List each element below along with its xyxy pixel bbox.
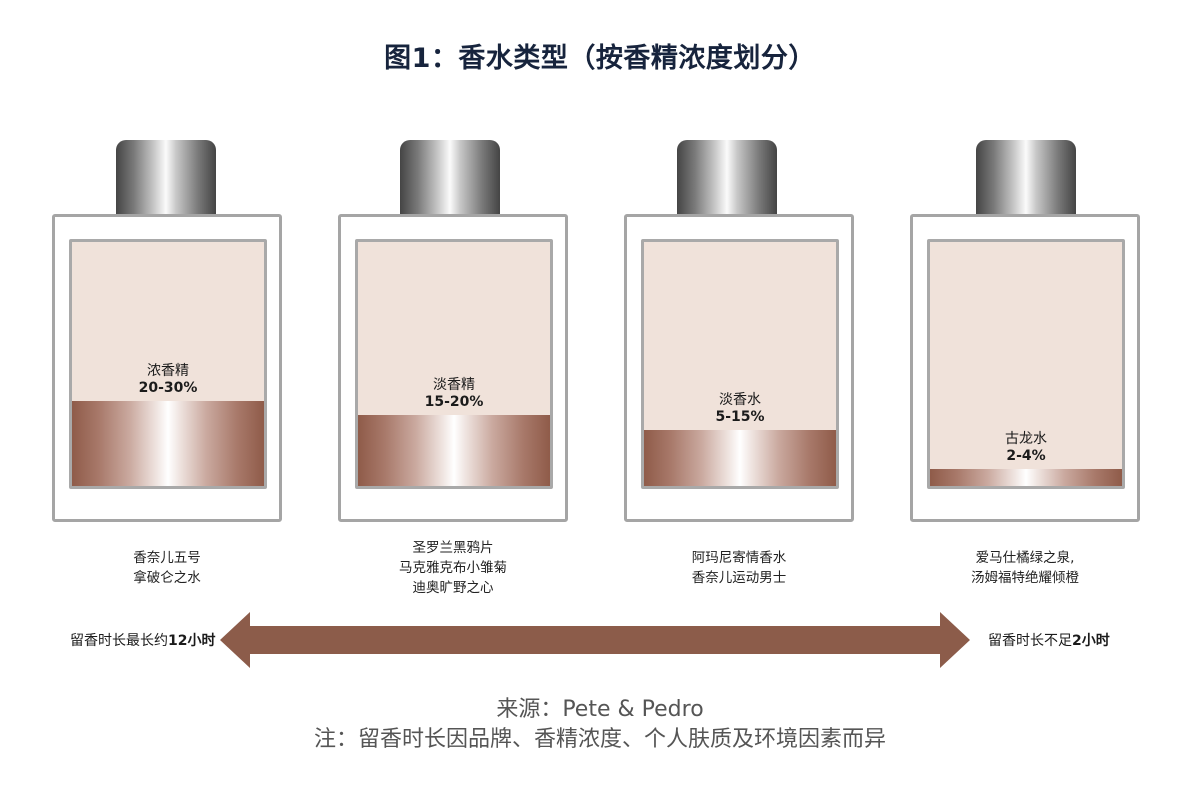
examples-eau-de-toilette: 阿玛尼寄情香水 香奈儿运动男士 (624, 548, 854, 588)
bottle-label: 浓香精 20-30% (72, 363, 264, 397)
concentration-value: 2-4% (1006, 447, 1046, 464)
bottle-label: 淡香精 15-20% (358, 377, 550, 411)
examples-eau-de-cologne: 爱马仕橘绿之泉, 汤姆福特绝耀倾橙 (910, 548, 1140, 588)
longest-duration-label: 留香时长最长约12小时 (70, 633, 216, 649)
bottle-cap (976, 140, 1076, 215)
longevity-double-arrow (218, 610, 974, 670)
example-item: 迪奥旷野之心 (412, 580, 494, 596)
figure-title: 图1：香水类型（按香精浓度划分） (384, 43, 816, 74)
shortest-duration-label: 留香时长不足2小时 (988, 633, 1110, 649)
source-text: 来源：Pete & Pedro (496, 697, 704, 722)
perfume-type: 淡香精 (433, 377, 475, 394)
example-item: 阿玛尼寄情香水 (691, 550, 787, 566)
examples-eau-de-parfum: 圣罗兰黑鸦片 马克雅克布小雏菊 迪奥旷野之心 (338, 538, 568, 598)
concentration-fill (930, 468, 1122, 486)
bottle-label: 淡香水 5-15% (644, 392, 836, 426)
bottle-label: 古龙水 2-4% (930, 431, 1122, 465)
bottle-liquid-window: 淡香水 5-15% (641, 239, 839, 489)
bottle-liquid-window: 淡香精 15-20% (355, 239, 553, 489)
note-text: 注：留香时长因品牌、香精浓度、个人肤质及环境因素而异 (313, 727, 886, 752)
examples-parfum: 香奈儿五号 拿破仑之水 (52, 548, 282, 588)
example-item: 爱马仕橘绿之泉, (975, 550, 1075, 566)
example-item: 汤姆福特绝耀倾橙 (971, 570, 1079, 586)
example-item: 拿破仑之水 (133, 570, 201, 586)
perfume-type: 古龙水 (1005, 430, 1047, 447)
perfume-type: 浓香精 (147, 362, 189, 379)
bottle-body: 淡香水 5-15% (624, 214, 854, 522)
bottle-liquid-window: 古龙水 2-4% (927, 239, 1125, 489)
concentration-value: 15-20% (424, 394, 484, 411)
concentration-value: 5-15% (715, 408, 765, 425)
concentration-fill (72, 400, 264, 486)
example-item: 圣罗兰黑鸦片 (412, 540, 494, 556)
bottle-cap (116, 140, 216, 215)
bottle-eau-de-parfum: 淡香精 15-20% (338, 140, 568, 524)
double-arrow-icon (220, 612, 970, 668)
bottle-cap (677, 140, 777, 215)
bottle-cap (400, 140, 500, 215)
example-item: 马克雅克布小雏菊 (399, 560, 507, 576)
concentration-fill (644, 429, 836, 486)
bottle-body: 浓香精 20-30% (52, 214, 282, 522)
bottle-eau-de-cologne: 古龙水 2-4% (910, 140, 1140, 524)
example-item: 香奈儿五号 (133, 550, 201, 566)
concentration-value: 20-30% (138, 379, 198, 396)
concentration-fill (358, 415, 550, 486)
bottle-body: 古龙水 2-4% (910, 214, 1140, 522)
bottle-body: 淡香精 15-20% (338, 214, 568, 522)
bottle-parfum: 浓香精 20-30% (52, 140, 282, 524)
example-item: 香奈儿运动男士 (691, 570, 787, 586)
bottle-eau-de-toilette: 淡香水 5-15% (624, 140, 854, 524)
perfume-type: 淡香水 (719, 391, 761, 408)
bottle-liquid-window: 浓香精 20-30% (69, 239, 267, 489)
